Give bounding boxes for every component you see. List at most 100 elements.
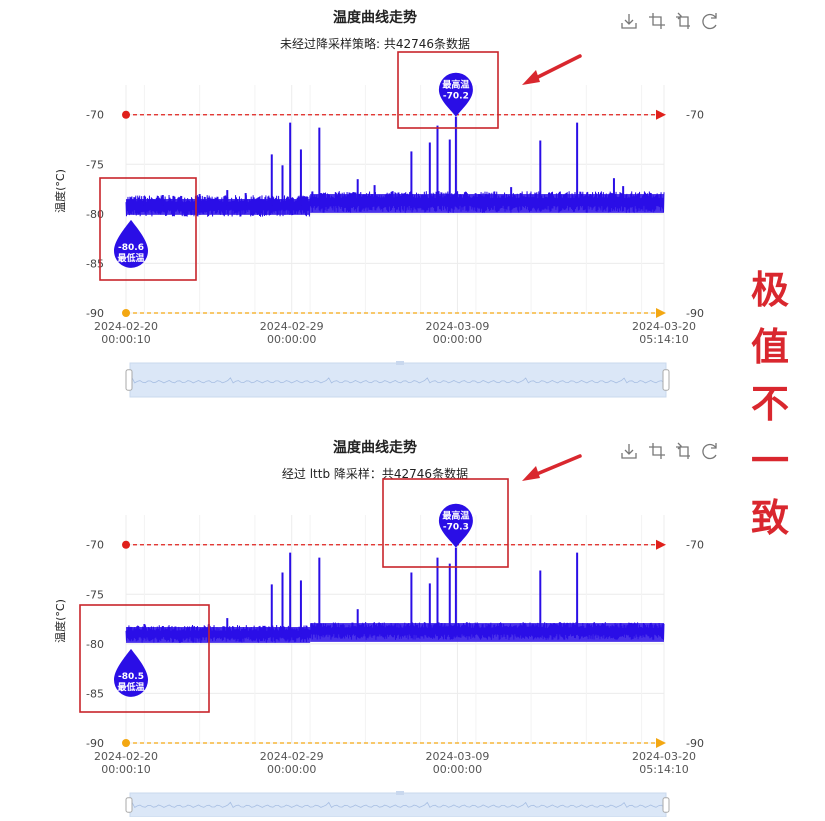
min-mark-dot	[122, 309, 130, 317]
max-pin-value: -70.2	[443, 92, 469, 102]
x-tick-date: 2024-03-20	[632, 750, 696, 763]
min-mark-label: -90	[686, 307, 704, 320]
max-mark-dot	[122, 540, 130, 549]
max-mark-label: -70	[686, 539, 704, 552]
min-mark-arrow	[656, 308, 666, 318]
callout-arrow	[522, 54, 582, 85]
crop-glyph	[649, 13, 665, 29]
min-pin-value: -80.5	[118, 672, 144, 682]
zoom-track[interactable]	[129, 362, 667, 398]
min-mark-arrow	[656, 738, 666, 748]
crop-reset-glyph	[676, 12, 690, 29]
max-pin-label: 最高温	[442, 510, 469, 522]
crop-glyph	[649, 443, 665, 459]
x-tick-date: 2024-02-29	[260, 750, 324, 763]
chart-title: 温度曲线走势	[333, 9, 417, 26]
x-tick-time: 05:14:10	[639, 333, 688, 346]
zoom-right-handle[interactable]	[662, 797, 670, 813]
side-label-char: 一	[750, 439, 789, 483]
series-band-late	[310, 623, 664, 642]
download-glyph	[621, 444, 637, 459]
callout-arrow-shaft	[530, 54, 582, 82]
crop-icon[interactable]	[649, 443, 665, 459]
zoom-preview-line	[131, 801, 665, 808]
x-tick-time: 00:00:00	[267, 763, 316, 776]
zoom-left-handle[interactable]	[125, 797, 133, 813]
crop-reset-icon[interactable]	[676, 442, 690, 459]
x-tick-date: 2024-03-09	[425, 750, 489, 763]
inconsistent-extremes-label: 极 值 不 一 致	[745, 262, 795, 547]
zoom-move-handle[interactable]	[396, 791, 404, 795]
min-highlight-box	[79, 604, 210, 713]
x-tick-time: 00:00:10	[101, 333, 150, 346]
x-tick-date: 2024-02-20	[94, 750, 158, 763]
max-pin-shape	[438, 72, 473, 117]
min-pin-shape	[113, 648, 149, 697]
chart-subtitle: 经过 lttb 降采样：共42746条数据	[282, 466, 468, 481]
series-band-late	[310, 194, 664, 213]
y-tick-label: -80	[86, 208, 104, 221]
data-zoom-slider[interactable]	[125, 791, 670, 818]
download-glyph	[621, 14, 637, 29]
crop-icon[interactable]	[649, 13, 665, 29]
y-tick-label: -70	[86, 539, 104, 552]
x-tick-time: 05:14:10	[639, 763, 688, 776]
crop-reset-icon[interactable]	[676, 12, 690, 29]
chart-toolbox	[621, 442, 717, 460]
data-zoom-slider[interactable]	[125, 361, 670, 398]
min-mark-label: -90	[686, 737, 704, 750]
max-pin-label: 最高温	[442, 79, 469, 91]
refresh-glyph	[702, 13, 717, 30]
series-band-early	[126, 627, 311, 643]
y-tick-label: -90	[86, 737, 104, 750]
download-icon[interactable]	[621, 444, 637, 459]
min-pin-shape	[113, 219, 149, 268]
x-tick-date: 2024-02-20	[94, 320, 158, 333]
min-pin-value: -80.6	[118, 243, 144, 253]
refresh-icon[interactable]	[702, 13, 717, 30]
x-tick-date: 2024-03-09	[425, 320, 489, 333]
y-axis-label: 温度(°C)	[53, 169, 67, 213]
y-tick-label: -80	[86, 638, 104, 651]
max-mark-dot	[122, 110, 130, 119]
zoom-right-handle[interactable]	[662, 369, 670, 391]
side-label-char: 致	[750, 496, 789, 540]
max-highlight-box	[382, 478, 509, 568]
refresh-glyph	[702, 443, 717, 460]
zoom-track[interactable]	[129, 792, 667, 818]
x-tick-time: 00:00:00	[267, 333, 316, 346]
callout-arrow	[522, 454, 582, 481]
zoom-left-handle[interactable]	[125, 369, 133, 391]
chart-subtitle: 未经过降采样策略: 共42746条数据	[280, 36, 470, 51]
min-pin-label: 最低温	[117, 252, 144, 264]
x-tick-date: 2024-02-29	[260, 320, 324, 333]
y-tick-label: -75	[86, 158, 104, 171]
refresh-icon[interactable]	[702, 443, 717, 460]
min-pin-label: 最低温	[117, 681, 144, 693]
y-tick-label: -90	[86, 307, 104, 320]
x-tick-time: 00:00:00	[433, 333, 482, 346]
max-highlight-box	[397, 51, 499, 129]
x-tick-date: 2024-03-20	[632, 320, 696, 333]
crop-reset-glyph	[676, 442, 690, 459]
x-tick-time: 00:00:10	[101, 763, 150, 776]
callout-arrow-head	[522, 70, 540, 85]
max-mark-label: -70	[686, 109, 704, 122]
side-label-char: 值	[750, 325, 789, 369]
y-tick-label: -70	[86, 109, 104, 122]
y-tick-label: -75	[86, 588, 104, 601]
y-axis-label: 温度(°C)	[53, 599, 67, 643]
chart-title: 温度曲线走势	[333, 439, 417, 456]
callout-arrow-head	[522, 466, 540, 481]
y-tick-label: -85	[86, 257, 104, 270]
max-point-pin: 最高温-70.3	[438, 503, 473, 548]
zoom-move-handle[interactable]	[396, 361, 404, 365]
max-point-pin: 最高温-70.2	[438, 72, 473, 117]
callout-arrow-shaft	[530, 454, 582, 478]
side-label-char: 不	[750, 382, 789, 426]
max-pin-shape	[438, 503, 473, 548]
download-icon[interactable]	[621, 14, 637, 29]
